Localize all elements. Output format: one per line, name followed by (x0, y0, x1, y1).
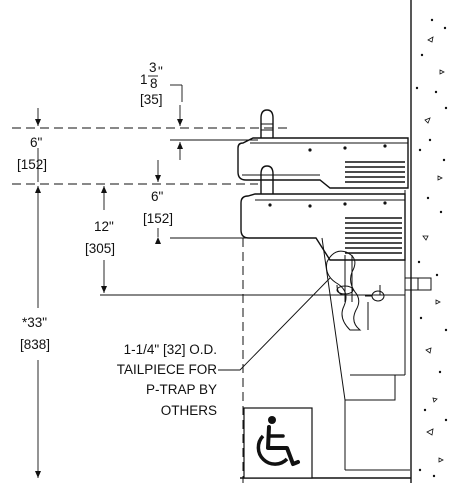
fraction-numerator: 3 (149, 60, 157, 75)
fraction-whole: 1 (140, 72, 148, 87)
callout-line-4: OTHERS (161, 403, 217, 418)
upper-height-in: 6" (30, 135, 43, 150)
fraction-mm: [35] (140, 92, 163, 107)
dimension-lines (35, 105, 183, 478)
tailpiece-callout: 1-1/4" [32] O.D. TAILPIECE FOR P-TRAP BY… (117, 277, 331, 418)
p-trap (326, 250, 362, 331)
wall-body (411, 0, 451, 483)
bowl-offset-mm: [152] (143, 211, 173, 226)
lower-fountain (240, 165, 432, 331)
fraction-denominator: 8 (150, 76, 158, 91)
dimension-labels: 1 3 " 8 [35] 6" [152] 6" [152] 12" [305]… (17, 60, 173, 352)
callout-line-2: TAILPIECE FOR (117, 362, 218, 377)
lower-grille (345, 217, 402, 254)
concrete-hatch (415, 18, 448, 478)
upper-grille (345, 161, 405, 183)
upper-height-mm: [152] (17, 157, 47, 172)
total-height-in: *33" (22, 315, 47, 330)
drain-height-in: 12" (94, 219, 114, 234)
callout-line-3: P-TRAP BY (146, 382, 217, 397)
total-height-mm: [838] (20, 337, 50, 352)
upper-fountain (237, 109, 409, 189)
fraction-inch-mark: " (158, 64, 163, 79)
drain-height-mm: [305] (85, 241, 115, 256)
extension-lines (12, 84, 405, 296)
wheelchair-accessibility-icon (243, 407, 313, 479)
bowl-offset-in: 6" (151, 189, 164, 204)
wall (410, 0, 451, 483)
callout-line-1: 1-1/4" [32] O.D. (124, 342, 217, 357)
